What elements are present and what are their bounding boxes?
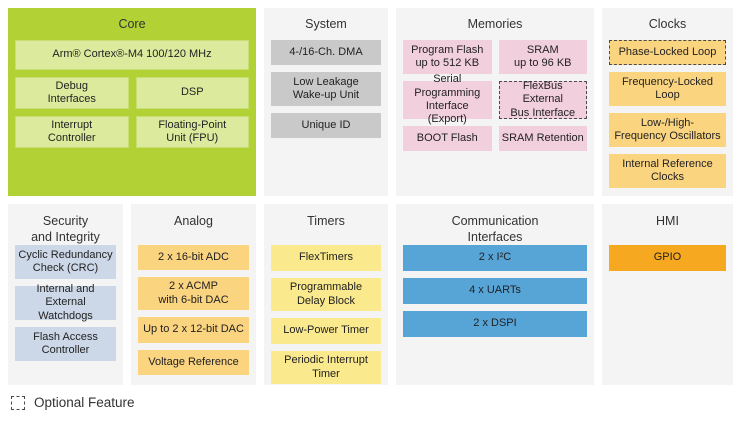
block-sram: SRAM up to 96 KB bbox=[498, 40, 587, 74]
block-i2c: 2 x I²C bbox=[403, 245, 587, 271]
section-analog-title: Analog bbox=[174, 214, 213, 228]
core-row-2: Interrupt Controller Floating-Point Unit… bbox=[15, 116, 249, 148]
section-memories-title: Memories bbox=[467, 17, 523, 31]
block-voltage-reference: Voltage Reference bbox=[138, 350, 249, 375]
section-clocks: Clocks Phase-Locked Loop Frequency-Locke… bbox=[602, 8, 733, 196]
communication-blocks: 2 x I²C 4 x UARTs 2 x DSPI bbox=[396, 245, 594, 337]
security-blocks: Cyclic Redundancy Check (CRC) Internal a… bbox=[8, 245, 123, 361]
block-dsp: DSP bbox=[135, 77, 249, 109]
top-row: Core Arm® Cortex®-M4 100/120 MHz Debug I… bbox=[8, 8, 733, 196]
section-clocks-title: Clocks bbox=[648, 17, 687, 31]
section-memories: Memories Program Flash up to 512 KB SRAM… bbox=[396, 8, 594, 196]
block-boot-flash: BOOT Flash bbox=[403, 126, 492, 151]
block-dspi: 2 x DSPI bbox=[403, 311, 587, 337]
block-sram-retention: SRAM Retention bbox=[498, 126, 587, 151]
section-communication-title: Communication Interfaces bbox=[451, 214, 539, 244]
block-unique-id: Unique ID bbox=[271, 113, 381, 138]
block-program-flash: Program Flash up to 512 KB bbox=[403, 40, 492, 74]
section-system: System 4-/16-Ch. DMA Low Leakage Wake-up… bbox=[264, 8, 388, 196]
block-dma: 4-/16-Ch. DMA bbox=[271, 40, 381, 65]
section-timers-title: Timers bbox=[307, 214, 345, 228]
block-oscillators: Low-/High- Frequency Oscillators bbox=[609, 113, 726, 147]
section-system-title: System bbox=[305, 17, 347, 31]
core-row-1: Debug Interfaces DSP bbox=[15, 77, 249, 109]
section-hmi: HMI GPIO bbox=[602, 204, 733, 385]
section-timers: Timers FlexTimers Programmable Delay Blo… bbox=[264, 204, 388, 385]
optional-feature-dashed-swatch-icon bbox=[11, 395, 25, 410]
section-security-title: Security and Integrity bbox=[31, 214, 100, 244]
block-crc: Cyclic Redundancy Check (CRC) bbox=[15, 245, 116, 279]
timers-blocks: FlexTimers Programmable Delay Block Low-… bbox=[264, 245, 388, 384]
block-acmp: 2 x ACMP with 6-bit DAC bbox=[138, 277, 249, 310]
block-gpio: GPIO bbox=[609, 245, 726, 271]
memories-blocks: Program Flash up to 512 KB SRAM up to 96… bbox=[396, 40, 594, 151]
block-internal-reference-clocks: Internal Reference Clocks bbox=[609, 154, 726, 188]
section-hmi-title: HMI bbox=[656, 214, 679, 228]
block-flexbus: FlexBus External Bus Interface bbox=[498, 80, 587, 119]
block-interrupt-controller: Interrupt Controller bbox=[15, 116, 129, 148]
block-adc: 2 x 16-bit ADC bbox=[138, 245, 249, 270]
clocks-blocks: Phase-Locked Loop Frequency-Locked Loop … bbox=[602, 40, 733, 188]
block-low-leakage-wakeup: Low Leakage Wake-up Unit bbox=[271, 72, 381, 106]
legend-label: Optional Feature bbox=[34, 395, 135, 410]
hmi-blocks: GPIO bbox=[602, 245, 733, 271]
block-dac: Up to 2 x 12-bit DAC bbox=[138, 317, 249, 343]
system-blocks: 4-/16-Ch. DMA Low Leakage Wake-up Unit U… bbox=[264, 40, 388, 138]
block-serial-programming: Serial Programming Interface (Export) bbox=[403, 73, 492, 125]
block-low-power-timer: Low-Power Timer bbox=[271, 318, 381, 344]
block-periodic-interrupt-timer: Periodic Interrupt Timer bbox=[271, 351, 381, 384]
section-security: Security and Integrity Cyclic Redundancy… bbox=[8, 204, 123, 385]
section-communication: Communication Interfaces 2 x I²C 4 x UAR… bbox=[396, 204, 594, 385]
block-watchdogs: Internal and External Watchdogs bbox=[15, 283, 116, 322]
core-blocks: Arm® Cortex®-M4 100/120 MHz Debug Interf… bbox=[8, 40, 256, 148]
block-uarts: 4 x UARTs bbox=[403, 278, 587, 304]
legend-optional-feature: Optional Feature bbox=[11, 395, 733, 410]
section-core-title: Core bbox=[118, 17, 146, 31]
block-pll: Phase-Locked Loop bbox=[609, 40, 726, 65]
block-programmable-delay-block: Programmable Delay Block bbox=[271, 278, 381, 311]
block-arm-cortex-m4: Arm® Cortex®-M4 100/120 MHz bbox=[15, 40, 249, 70]
section-analog: Analog 2 x 16-bit ADC 2 x ACMP with 6-bi… bbox=[131, 204, 256, 385]
bottom-row: Security and Integrity Cyclic Redundancy… bbox=[8, 204, 733, 385]
block-flextimers: FlexTimers bbox=[271, 245, 381, 271]
block-fll: Frequency-Locked Loop bbox=[609, 72, 726, 106]
analog-blocks: 2 x 16-bit ADC 2 x ACMP with 6-bit DAC U… bbox=[131, 245, 256, 375]
section-core: Core Arm® Cortex®-M4 100/120 MHz Debug I… bbox=[8, 8, 256, 196]
block-debug-interfaces: Debug Interfaces bbox=[15, 77, 129, 109]
block-fpu: Floating-Point Unit (FPU) bbox=[135, 116, 249, 148]
block-flash-access-controller: Flash Access Controller bbox=[15, 327, 116, 361]
